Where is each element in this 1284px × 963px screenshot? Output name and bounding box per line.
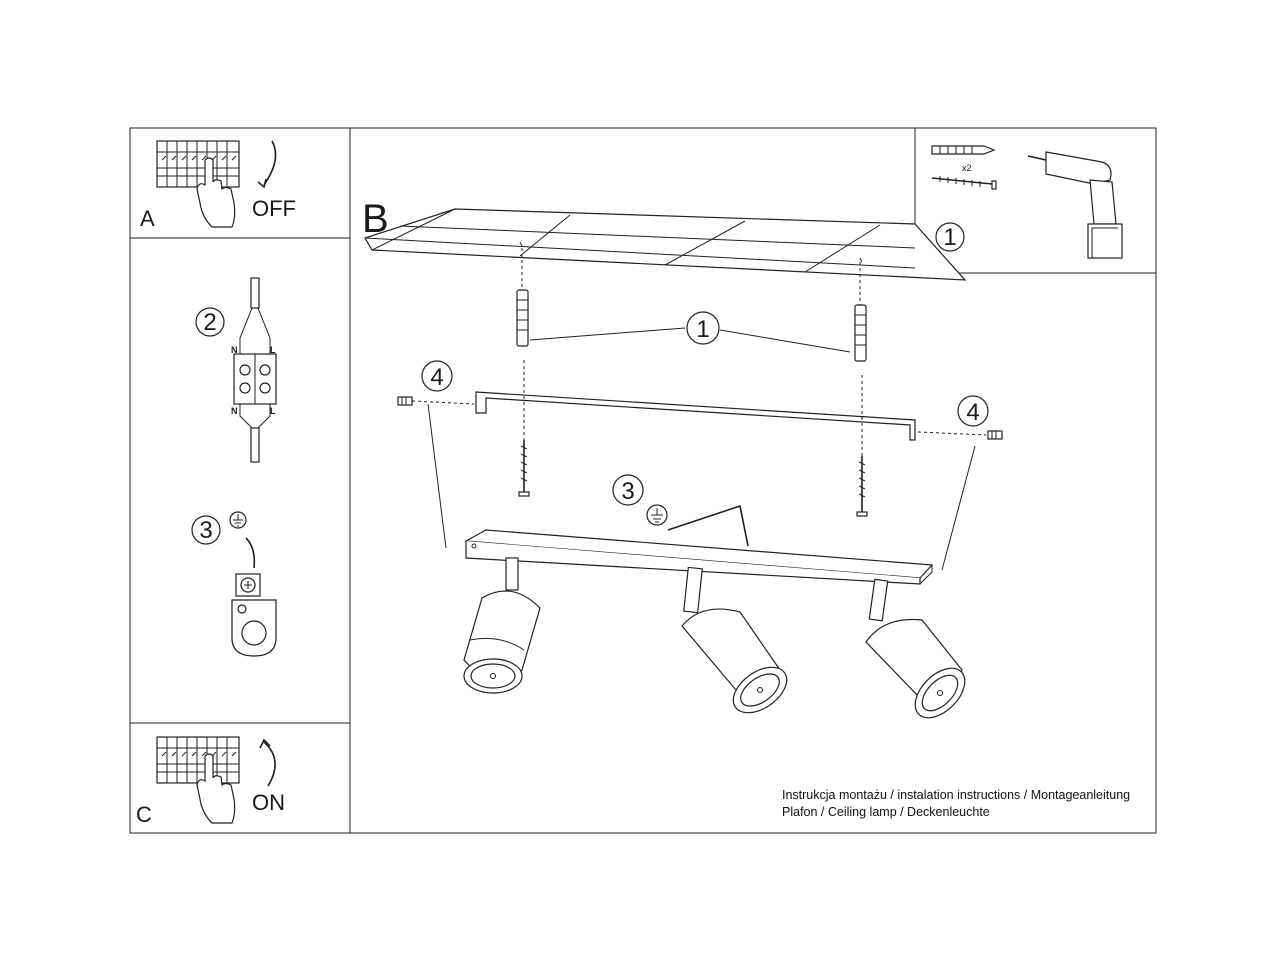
screw-icon [917, 430, 1003, 440]
quantity-label: x2 [962, 163, 972, 173]
rotate-arrow-icon [263, 741, 276, 787]
breaker-panel-icon [156, 736, 240, 784]
screw-icon [931, 176, 997, 190]
ground-callout-number: 3 [621, 478, 634, 505]
caption: Instrukcja montażu / instalation instruc… [782, 787, 1130, 821]
terminal-l-bottom: L [270, 406, 276, 416]
wall-plug-icon [854, 262, 867, 362]
caption-line-2: Plafon / Ceiling lamp / Deckenleuchte [782, 805, 990, 819]
tools-callout [935, 222, 965, 252]
screw-callout-left [421, 360, 453, 392]
step-2-number: 2 [203, 309, 216, 336]
step-2-callout [195, 307, 225, 337]
ground-terminal-icon [231, 573, 277, 657]
wall-plug-icon [931, 145, 996, 155]
anchor-callout [686, 311, 720, 345]
hand-icon [196, 157, 236, 228]
screw-callout-left-number: 4 [430, 364, 443, 391]
spotlight-icon [865, 578, 966, 719]
screw-callout-right [957, 395, 989, 427]
step-3-number: 3 [199, 517, 212, 544]
lamp-base-bar [463, 529, 934, 585]
off-label: OFF [252, 196, 296, 221]
screw-icon [397, 396, 475, 406]
rotate-arrow-icon [263, 140, 277, 186]
panel-c-letter: C [136, 802, 152, 827]
terminal-block-icon [233, 277, 277, 463]
ground-callout [612, 474, 644, 506]
spotlight-icon [681, 566, 788, 714]
ground-symbol-icon [229, 511, 247, 529]
hand-icon [196, 753, 236, 824]
outer-frame [129, 127, 1157, 834]
terminal-n-bottom: N [231, 406, 238, 416]
screw-callout-right-number: 4 [966, 399, 979, 426]
drill-icon [1027, 151, 1123, 259]
spotlight-icon [463, 557, 541, 694]
wall-plug-icon [516, 248, 529, 347]
screw-icon [856, 375, 868, 517]
ground-wire [667, 504, 749, 547]
panel-a-letter: A [140, 206, 155, 231]
anchor-callout-number: 1 [696, 316, 709, 343]
ground-symbol-icon [646, 504, 668, 526]
terminal-n-top: N [231, 345, 238, 355]
tools-callout-number: 1 [943, 224, 956, 251]
breaker-panel-icon [156, 140, 240, 188]
caption-line-1: Instrukcja montażu / instalation instruc… [782, 788, 1131, 802]
on-label: ON [252, 790, 285, 815]
mounting-bracket [475, 391, 916, 441]
step-3-callout [191, 515, 221, 545]
ceiling-plate [364, 208, 967, 281]
screw-icon [518, 360, 530, 497]
terminal-l-top: L [270, 345, 276, 355]
